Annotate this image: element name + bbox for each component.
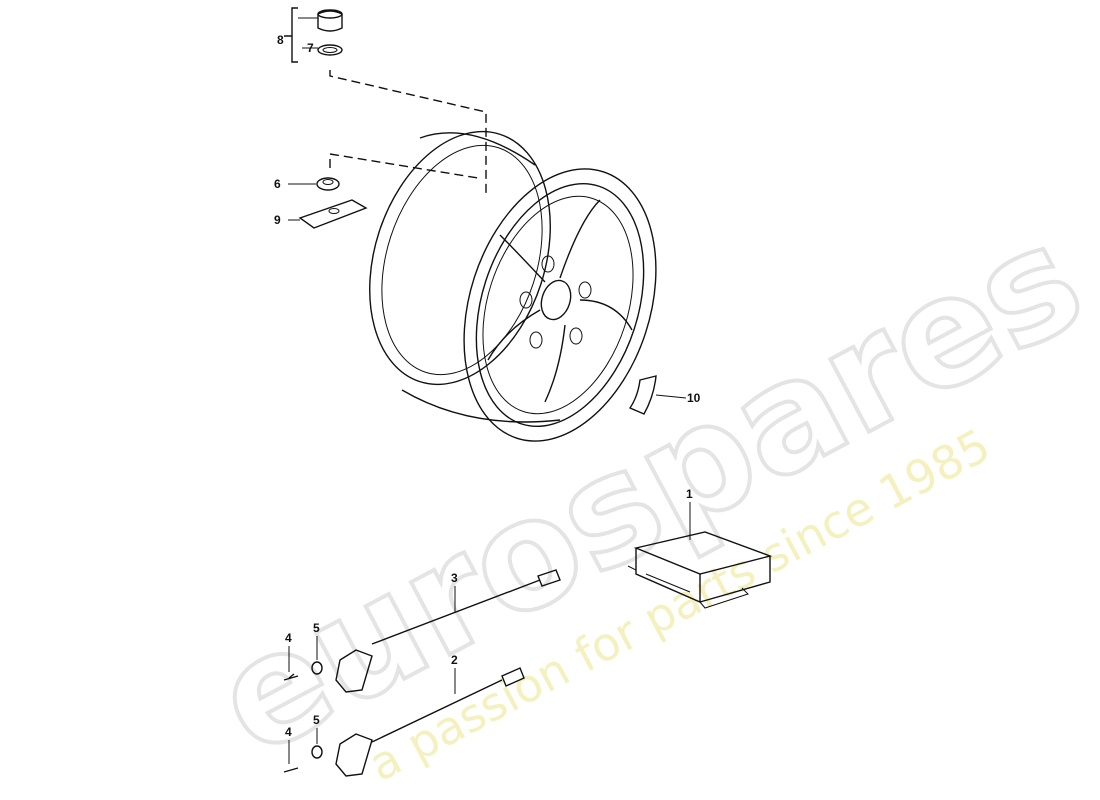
part-10-weight (628, 375, 687, 415)
callout-7: 7 (307, 41, 314, 55)
callout-8: 8 (277, 33, 284, 47)
callout-1: 1 (686, 487, 693, 501)
part-1-control-unit (627, 502, 773, 609)
part-3-sensor (335, 569, 561, 693)
callout-4: 4 (285, 725, 292, 739)
part-4-5-fasteners-lower (283, 728, 323, 773)
callout-10: 10 (687, 391, 701, 405)
watermark-brand: eurospares (190, 191, 1100, 790)
part-9-weight (288, 199, 368, 229)
assembly-line-8 (329, 70, 487, 196)
part-2-sensor (335, 667, 525, 777)
assembly-line-6 (329, 153, 479, 179)
part-6-nut (288, 177, 340, 191)
callout-9: 9 (274, 213, 281, 227)
wheel-rim (369, 130, 657, 442)
callout-5: 5 (313, 621, 320, 635)
callout-6: 6 (274, 177, 281, 191)
part-4-5-fasteners-upper (283, 636, 323, 681)
callout-5: 5 (313, 713, 320, 727)
watermark: eurospares a passion for parts since 198… (188, 189, 1100, 792)
callout-3: 3 (451, 571, 458, 585)
part-8-plug (284, 7, 343, 63)
callout-4: 4 (285, 631, 292, 645)
callout-2: 2 (451, 653, 458, 667)
